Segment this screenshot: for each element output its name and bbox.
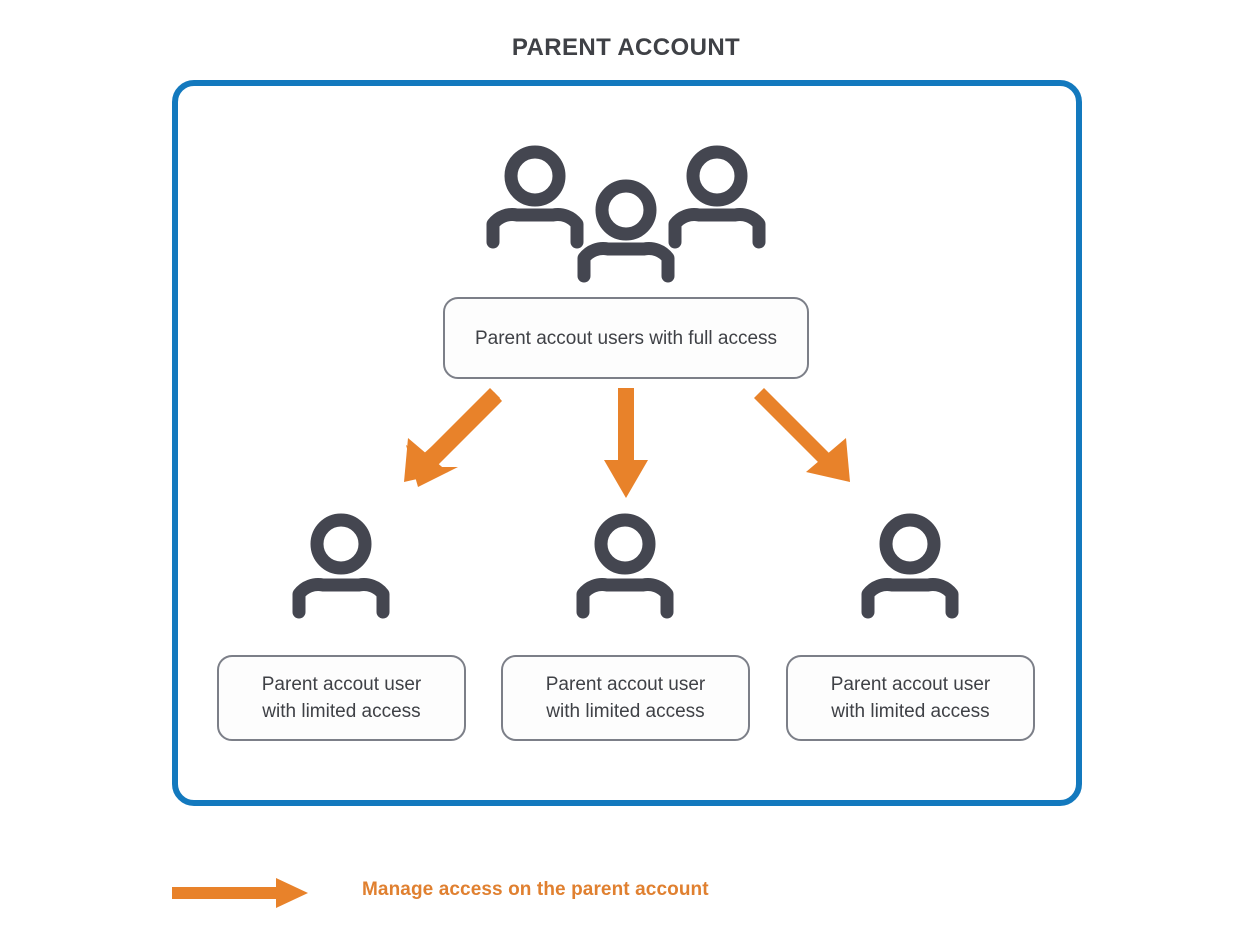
arrow-down-icon xyxy=(598,388,654,500)
person-icon xyxy=(286,512,396,624)
people-group-icon xyxy=(480,143,772,283)
page-title: PARENT ACCOUNT xyxy=(511,34,741,61)
arrow-down-left-icon xyxy=(392,388,502,493)
arrow-right-icon xyxy=(172,876,312,910)
child-node-label: Parent accout user with limited access xyxy=(501,655,750,741)
top-node-label: Parent accout users with full access xyxy=(443,297,809,379)
legend: Manage access on the parent account xyxy=(172,868,972,918)
child-node-label: Parent accout user with limited access xyxy=(786,655,1035,741)
legend-label: Manage access on the parent account xyxy=(362,879,709,900)
person-icon xyxy=(855,512,965,624)
child-node-label: Parent accout user with limited access xyxy=(217,655,466,741)
arrow-down-right-icon xyxy=(752,388,862,493)
person-icon xyxy=(570,512,680,624)
